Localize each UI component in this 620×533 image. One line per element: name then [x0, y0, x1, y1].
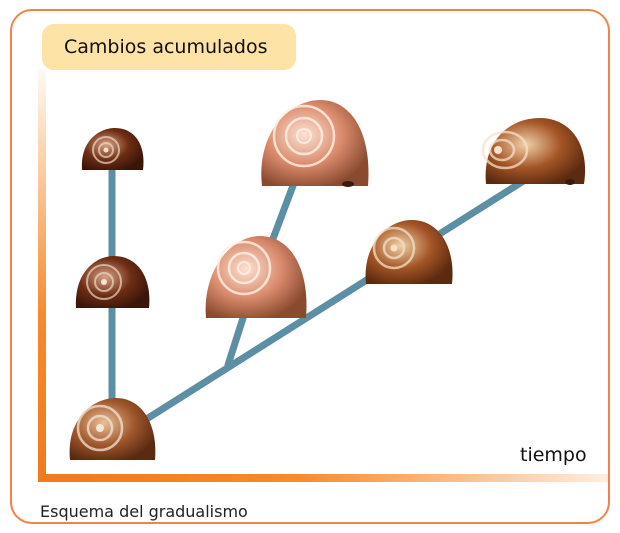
snail-center-top	[261, 100, 369, 187]
time-axis	[38, 474, 608, 482]
snail-left-middle	[75, 256, 150, 308]
figure-caption: Esquema del gradualismo	[40, 502, 248, 521]
snail-root	[69, 398, 156, 460]
snail-right-middle	[365, 220, 453, 284]
snail-center-middle	[205, 236, 307, 318]
diagram-title-text: Cambios acumulados	[64, 36, 268, 58]
snail-right-top	[481, 118, 586, 185]
snail-left-top	[81, 128, 144, 170]
time-axis-label: tiempo	[520, 444, 587, 466]
branch-lines	[108, 164, 529, 424]
vertical-axis	[38, 70, 46, 480]
diagram-title: Cambios acumulados	[42, 24, 296, 70]
branch-main-diagonal	[141, 176, 529, 424]
